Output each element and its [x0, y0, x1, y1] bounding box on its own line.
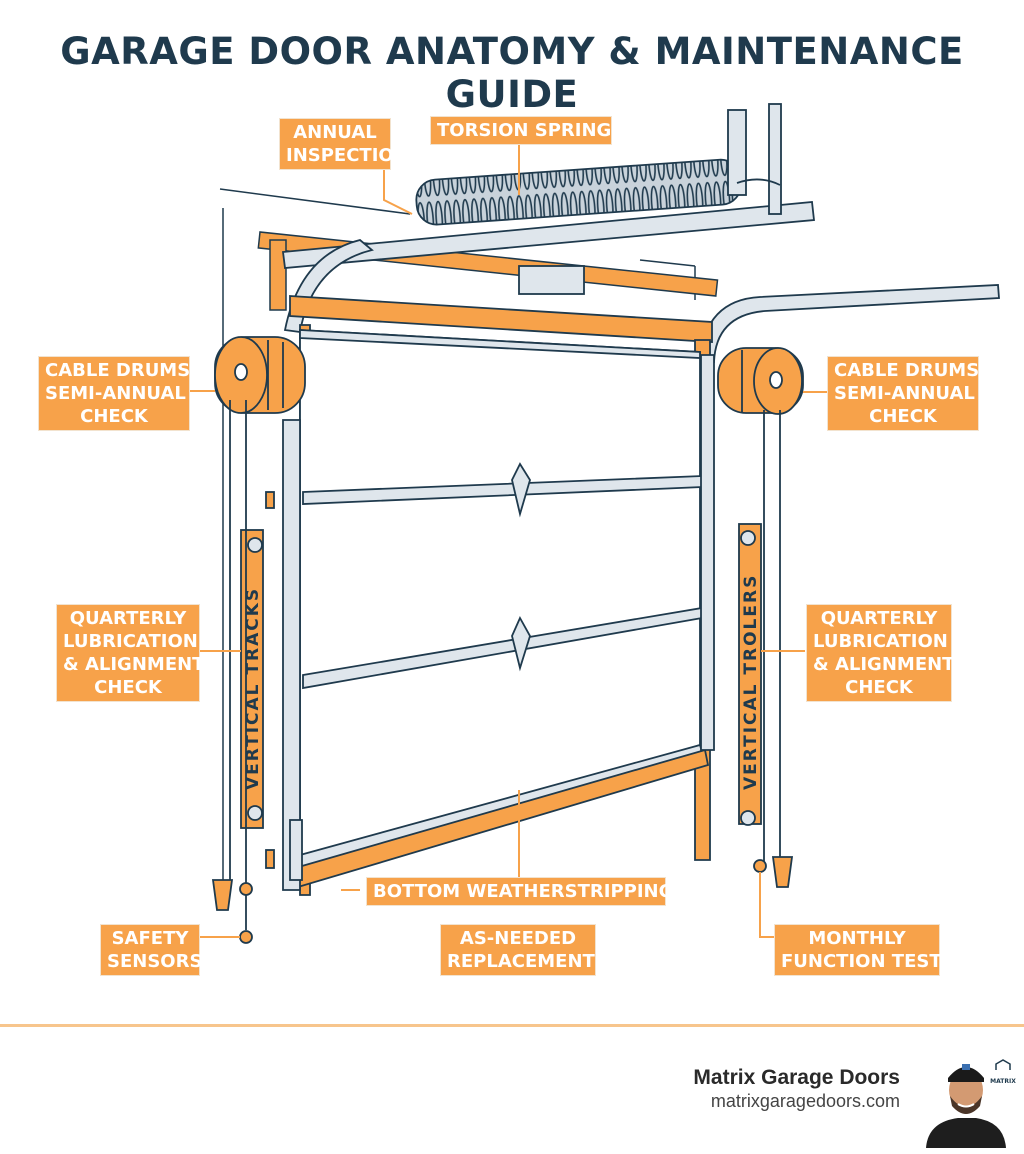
brand-name: Matrix Garage Doors [693, 1066, 900, 1089]
garage-door-diagram [188, 103, 1000, 944]
brand-url: matrixgaragedoors.com [710, 1091, 900, 1111]
right-cable-drum [717, 347, 804, 415]
left-cable-drum [214, 336, 306, 414]
page-title: GARAGE DOOR ANATOMY & MAINTENANCE GUIDE [60, 30, 964, 116]
right-vertical-track [700, 354, 715, 751]
svg-text:MATRIX: MATRIX [990, 1078, 1016, 1085]
label-torsion-spring: TORSION SPRING [430, 116, 612, 145]
label-cable-drums-left: CABLE DRUMS SEMI-ANNUAL CHECK [38, 356, 190, 431]
torsion-spring [281, 103, 815, 269]
safety-sensors [211, 856, 794, 944]
label-cable-drums-right: CABLE DRUMS SEMI-ANNUAL CHECK [827, 356, 979, 431]
vertical-tracks-label: VERTICAL TRACKS [243, 586, 263, 790]
label-bottom-weatherstripping: BOTTOM WEATHERSTRIPPING [366, 877, 673, 906]
label-lubrication-left: QUARTERLY LUBRICATION & ALIGNMENT CHECK [56, 604, 204, 702]
brand-avatar: MATRIX [926, 1058, 1016, 1148]
footer-divider [0, 1024, 1024, 1027]
label-safety-sensors: SAFETY SENSORS [100, 924, 202, 976]
label-lubrication-right: QUARTERLY LUBRICATION & ALIGNMENT CHECK [806, 604, 954, 702]
label-as-needed-replacement: AS-NEEDED REPLACEMENT [440, 924, 596, 976]
label-monthly-function-test: MONTHLY FUNCTION TEST [774, 924, 942, 976]
cables [229, 400, 781, 930]
label-annual-inspection: ANNUAL INSPECTION [279, 118, 409, 170]
door-panel [293, 329, 710, 889]
brand-logo: MATRIX [990, 1058, 1016, 1085]
vertical-trolers-label: VERTICAL TROLERS [741, 573, 761, 790]
left-vertical-track [265, 419, 303, 891]
opener-block [518, 265, 585, 295]
